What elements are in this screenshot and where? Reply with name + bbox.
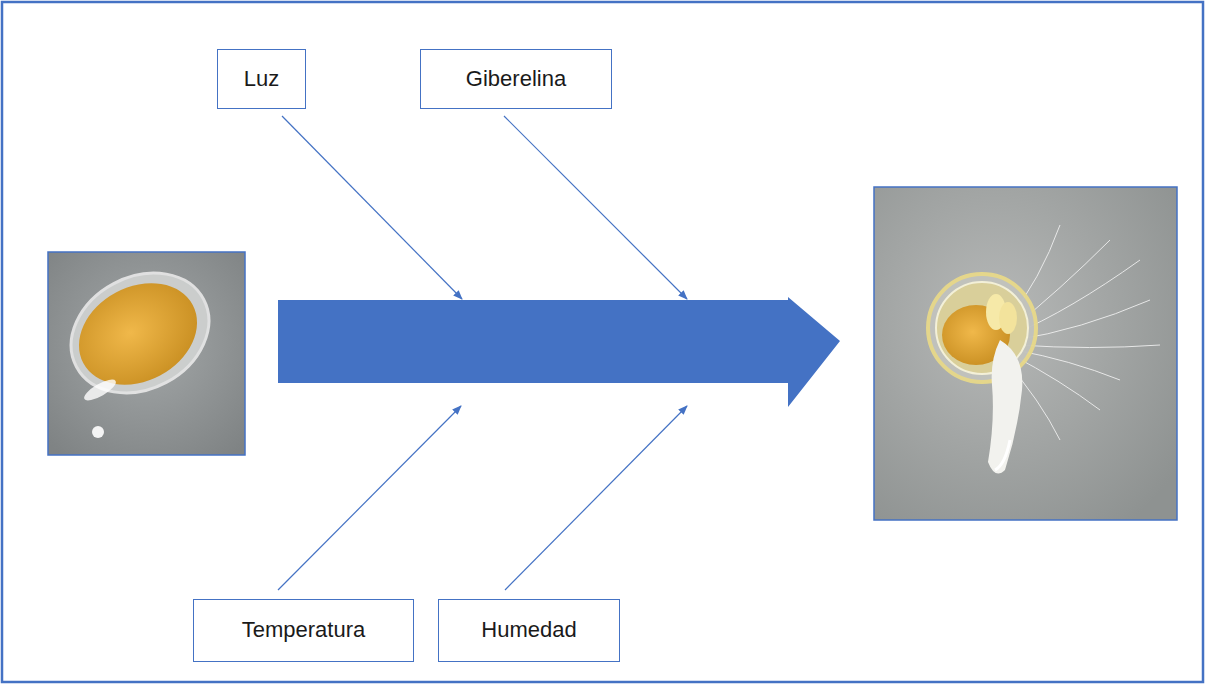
factor-box: Luz xyxy=(217,49,306,109)
factor-arrows xyxy=(278,116,687,590)
factor-label: Temperatura xyxy=(242,617,366,643)
factor-arrow xyxy=(504,116,687,299)
factor-box: Humedad xyxy=(438,599,620,662)
factor-label: Humedad xyxy=(481,617,576,643)
factor-label: Giberelina xyxy=(466,66,566,92)
factor-label: Luz xyxy=(244,66,279,92)
factor-arrow xyxy=(278,406,461,590)
factor-arrow xyxy=(282,116,462,299)
dry-seed-photo xyxy=(48,250,245,455)
germinated-seed-photo xyxy=(874,187,1177,520)
factor-arrow xyxy=(505,406,687,590)
process-arrow xyxy=(278,297,840,407)
factor-box: Temperatura xyxy=(193,599,414,662)
factor-box: Giberelina xyxy=(420,49,612,109)
